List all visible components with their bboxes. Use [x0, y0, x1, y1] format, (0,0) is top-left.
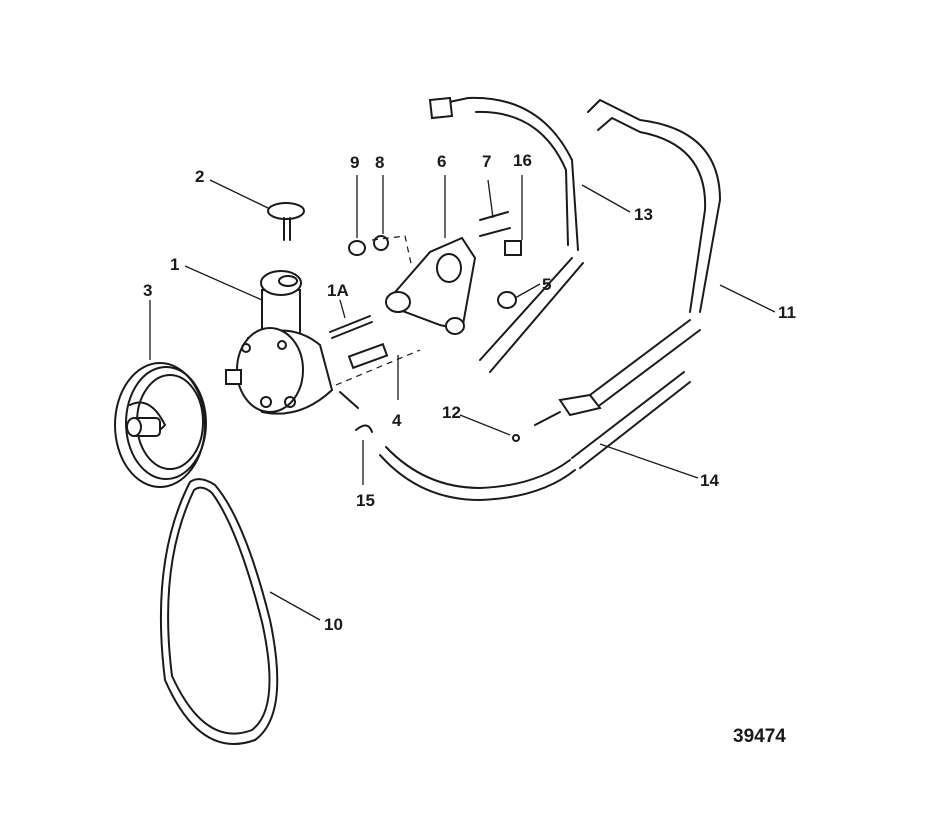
- callout-5: 5: [542, 275, 552, 294]
- callout-10: 10: [324, 615, 343, 634]
- callout-16: 16: [513, 151, 532, 170]
- callout-6: 6: [437, 152, 447, 171]
- callout-4: 4: [392, 411, 402, 430]
- callout-12: 12: [442, 403, 461, 422]
- callout-2: 2: [195, 167, 205, 186]
- hoses: [379, 96, 721, 501]
- callout-1a: 1A: [327, 281, 349, 300]
- callout-14: 14: [700, 471, 719, 490]
- callout-1: 1: [170, 255, 180, 274]
- callout-8: 8: [375, 153, 385, 172]
- power-steering-pump: [225, 270, 359, 415]
- reservoir-cap: [267, 202, 305, 241]
- callout-3: 3: [143, 281, 153, 300]
- drive-belt: [159, 478, 279, 745]
- pulley: [114, 362, 207, 488]
- callout-11: 11: [778, 303, 796, 322]
- callout-7: 7: [482, 152, 492, 171]
- alignment-lines: [335, 235, 421, 386]
- callout-9: 9: [350, 153, 360, 172]
- hardware: [329, 211, 522, 433]
- figure-number: 39474: [733, 726, 786, 747]
- callout-13: 13: [634, 205, 653, 224]
- callout-15: 15: [356, 491, 375, 510]
- mounting-bracket: [385, 236, 477, 335]
- leader-lines: [149, 175, 776, 621]
